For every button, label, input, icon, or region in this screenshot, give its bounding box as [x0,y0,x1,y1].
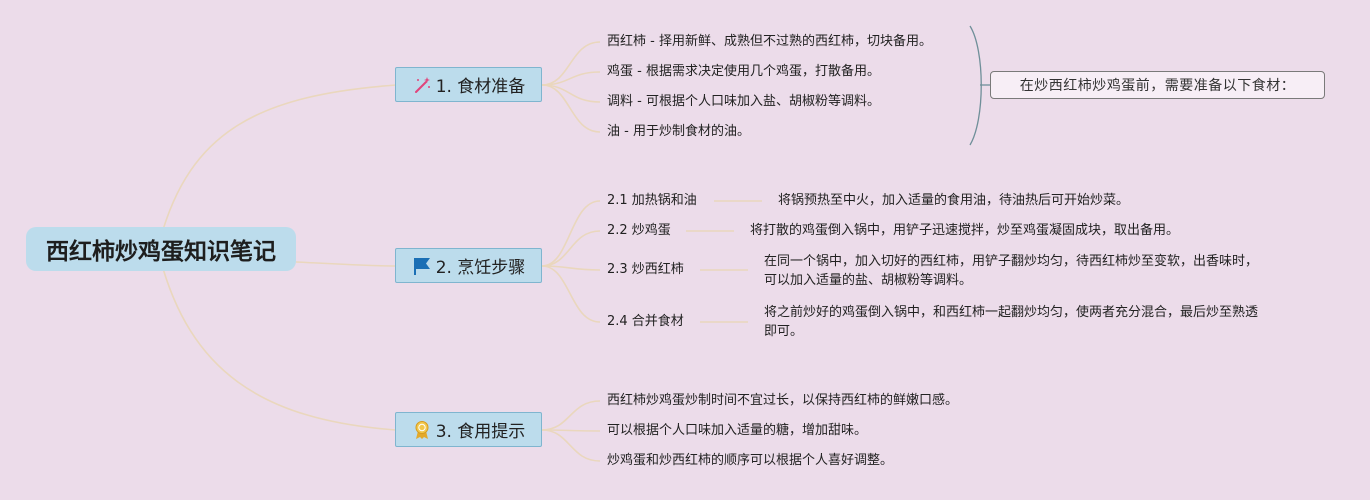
leaf-oil[interactable]: 油 - 用于炒制食材的油。 [607,124,750,139]
connector-b3-leaf-1 [541,400,601,431]
leaf-egg[interactable]: 鸡蛋 - 根据需求决定使用几个鸡蛋，打散备用。 [607,64,880,79]
branch-label: 2. 烹饪步骤 [435,258,526,278]
connector-b2-step-1 [541,200,601,267]
branch-ingredients[interactable]: 1. 食材准备 [395,67,542,102]
step-title-fry-tomato[interactable]: 2.3 炒西红柿 [607,262,684,277]
branch-cooking-steps[interactable]: 2. 烹饪步骤 [395,248,542,283]
branch-serving-tips[interactable]: 3. 食用提示 [395,412,542,447]
connector-b1-leaf-4 [541,84,601,133]
branch-label: 3. 食用提示 [435,422,526,442]
connector-root-branch-1 [159,84,397,241]
wand-icon [412,75,432,95]
connector-b2-step-3 [541,265,601,271]
leaf-tomato[interactable]: 西红柿 - 择用新鲜、成熟但不过熟的西红柿，切块备用。 [607,34,932,49]
connector-b3-leaf-3 [541,429,601,462]
summary-bracket [969,25,982,146]
tip-add-sugar[interactable]: 可以根据个人口味加入适量的糖，增加甜味。 [607,423,868,438]
step-desc-combine[interactable]: 将之前炒好的鸡蛋倒入锅中，和西红柿一起翻炒均匀，使两者充分混合，最后炒至熟透即可… [764,305,1259,339]
summary-note[interactable]: 在炒西红柿炒鸡蛋前，需要准备以下食材： [990,71,1325,99]
branch-label: 1. 食材准备 [435,77,526,97]
tip-order[interactable]: 炒鸡蛋和炒西红柿的顺序可以根据个人喜好调整。 [607,453,894,468]
step-desc-scramble-egg[interactable]: 将打散的鸡蛋倒入锅中，用铲子迅速搅拌，炒至鸡蛋凝固成块，取出备用。 [750,223,1180,238]
summary-text: 在炒西红柿炒鸡蛋前，需要准备以下食材： [1019,78,1296,94]
connector-root-branch-3 [159,257,397,431]
connector-b2-step-4 [541,265,601,323]
connector-b1-leaf-1 [541,41,601,86]
flag-icon [412,256,432,276]
step-title-scramble-egg[interactable]: 2.2 炒鸡蛋 [607,223,671,238]
leaf-seasoning[interactable]: 调料 - 可根据个人口味加入盐、胡椒粉等调料。 [607,94,880,109]
award-ribbon-icon [412,420,432,440]
step-desc-fry-tomato[interactable]: 在同一个锅中，加入切好的西红柿，用铲子翻炒均匀，待西红柿炒至变软，出香味时，可以… [764,254,1259,288]
root-topic[interactable]: 西红柿炒鸡蛋知识笔记 [26,227,296,271]
tip-cook-time[interactable]: 西红柿炒鸡蛋炒制时间不宜过长，以保持西红柿的鲜嫩口感。 [607,393,959,408]
connector-root-branch-2 [295,261,397,267]
step-title-combine[interactable]: 2.4 合并食材 [607,314,684,329]
step-desc-heat-pan[interactable]: 将锅预热至中火，加入适量的食用油，待油热后可开始炒菜。 [778,193,1130,208]
step-title-heat-pan[interactable]: 2.1 加热锅和油 [607,193,697,208]
connector-b2-step-2 [541,230,601,267]
root-title: 西红柿炒鸡蛋知识笔记 [46,239,276,265]
